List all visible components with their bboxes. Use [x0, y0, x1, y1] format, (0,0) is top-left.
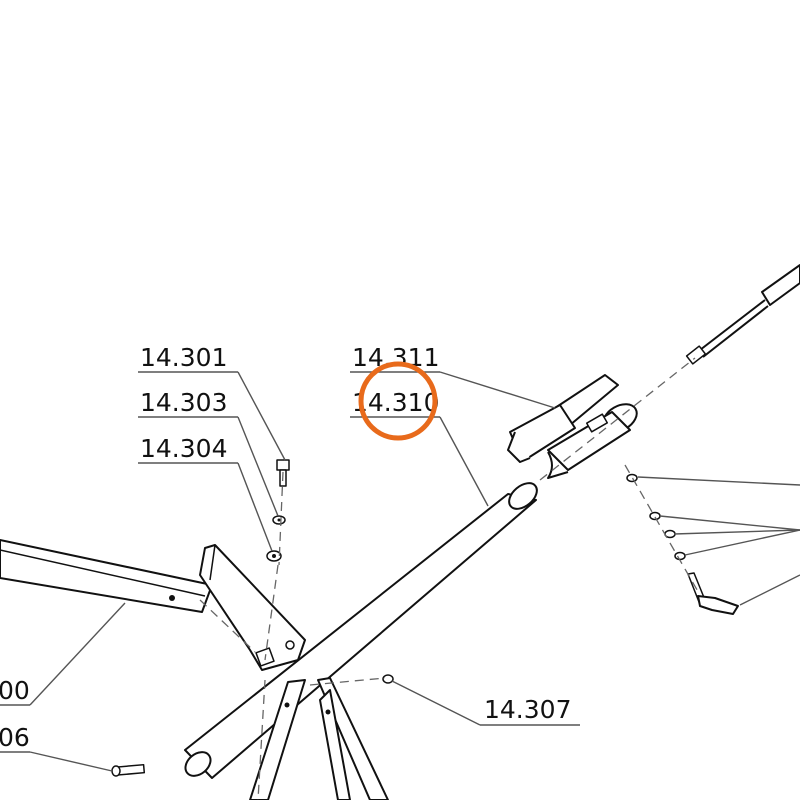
callout-14-301: 14.301 — [140, 343, 227, 372]
callout-14-303: 14.303 — [140, 388, 227, 417]
gas-strut — [685, 264, 800, 365]
callout-14-311: 14.311 — [352, 343, 439, 372]
bolt-lower-left — [111, 763, 146, 777]
mounting-bracket — [199, 544, 306, 671]
leader-lines — [0, 371, 800, 772]
callout-14-310: 14.310 — [352, 388, 439, 417]
callout-14-304: 14.304 — [140, 434, 227, 463]
callout-left-upper: 00 — [0, 676, 30, 705]
right-hardware — [626, 473, 739, 615]
frame-legs — [249, 677, 389, 800]
assembly-axis-lines — [199, 357, 701, 800]
callout-labels: 14.301 14.303 14.304 14.311 14.310 14.30… — [0, 343, 571, 752]
callout-left-lower: 06 — [0, 723, 30, 752]
fastener-14-307 — [382, 674, 394, 684]
main-tube-14-310 — [184, 482, 538, 779]
clamp-bracket-14-311 — [507, 374, 638, 479]
callout-14-307: 14.307 — [484, 695, 571, 724]
highlight-circle — [358, 361, 438, 441]
left-frame-beam — [0, 539, 213, 613]
